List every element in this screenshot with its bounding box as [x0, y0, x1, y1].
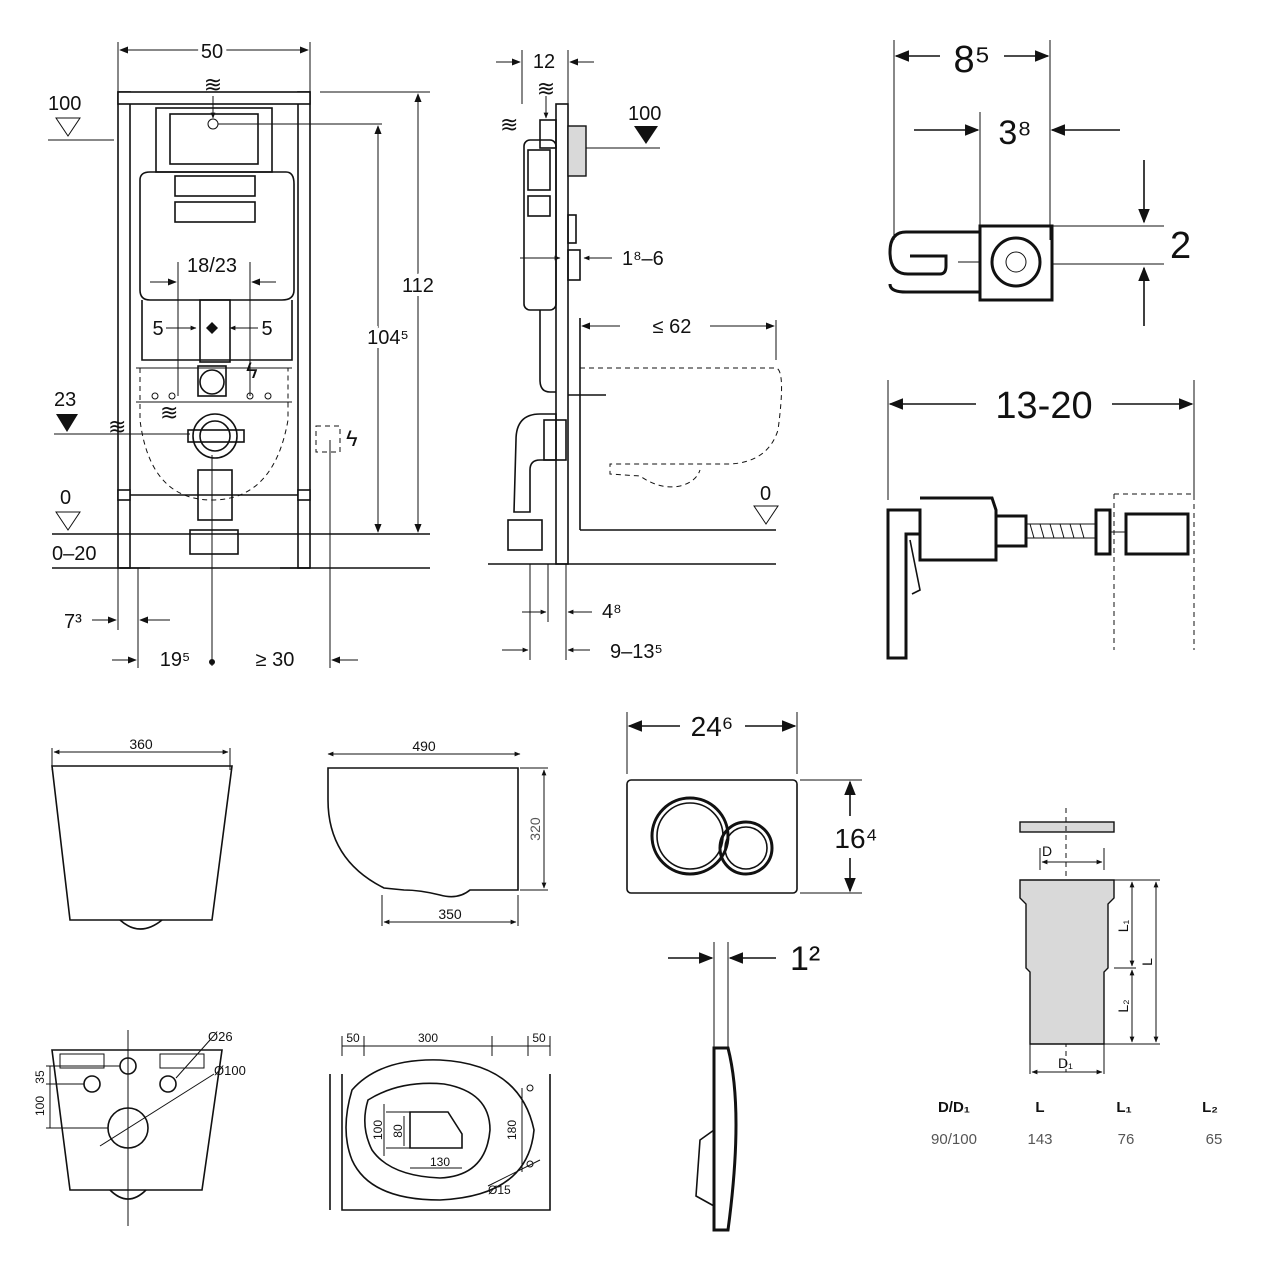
- dim-50-top-left: 50: [346, 1031, 360, 1045]
- dim-bowl-base-350: 350: [438, 906, 462, 922]
- dim-100-rear: 100: [33, 1096, 47, 1116]
- dim-width-38: 3⁸: [998, 114, 1031, 152]
- dim-height-2: 2: [1170, 225, 1191, 267]
- dim-130-top: 130: [430, 1155, 450, 1169]
- table-header-l: L: [1035, 1099, 1044, 1116]
- range-0-20: 0–20: [52, 543, 97, 565]
- dim-d100: Ø100: [214, 1063, 246, 1078]
- dim-bowl-height-320: 320: [527, 817, 543, 841]
- dim-plate-height-164: 16⁴: [834, 823, 877, 854]
- dim-d26: Ø26: [208, 1029, 233, 1044]
- water-icon-side: ≋: [537, 76, 555, 101]
- level-marker-triangle: [55, 117, 81, 137]
- dim-48: 4⁸: [602, 601, 622, 623]
- projection-le62: ≤ 62: [653, 316, 692, 338]
- table-header-l2: L₂: [1202, 1099, 1218, 1116]
- dim-180-top: 180: [505, 1120, 519, 1140]
- side-frame-upright: [555, 103, 569, 565]
- range-18-6: 1⁸–6: [622, 248, 664, 270]
- level-0-side: 0: [760, 483, 771, 505]
- water-supply-icon: ≋: [204, 72, 222, 97]
- dim-offset-5-left: 5: [152, 318, 163, 340]
- bowl-front-view: 360: [51, 736, 233, 930]
- water-connection-icon: ≋: [108, 414, 126, 439]
- connector-rod: [1019, 821, 1115, 833]
- adjustable-anchor-detail: 13-20: [886, 380, 1195, 660]
- dim-plate-width-246: 24⁶: [691, 711, 734, 742]
- table-value-l1: 76: [1118, 1131, 1135, 1148]
- range-9-135: 9–13⁵: [610, 641, 663, 663]
- dim-35-rear: 35: [33, 1070, 47, 1084]
- bowl-top-view: 50 300 50 100 80 130 180 Ø15: [329, 1031, 551, 1211]
- dim-spacing-1823: 18/23: [187, 255, 237, 277]
- dim-195: 19⁵: [160, 649, 191, 671]
- water-icon-side-left: ≋: [500, 112, 518, 137]
- label-l1: L₁: [1115, 919, 1131, 932]
- side-drain-bend: [513, 413, 557, 513]
- water-connection-icon-2: ≋: [160, 400, 178, 425]
- table-header-d: D/D₁: [938, 1099, 970, 1116]
- flush-button-small: [718, 820, 774, 876]
- dim-80-top: 80: [391, 1124, 405, 1138]
- side-view-frame: 12 ≋ ≋ 100 1⁸–6 ≤ 62: [488, 50, 783, 663]
- flush-button-large: [650, 796, 730, 876]
- front-view-frame: 50 ≋ 100: [48, 37, 438, 671]
- dim-50-top-right: 50: [532, 1031, 546, 1045]
- bowl-rear-view: 35 100 Ø26 Ø100: [33, 1029, 246, 1226]
- table-value-l: 143: [1027, 1131, 1052, 1148]
- table-value-d: 90/100: [931, 1131, 977, 1148]
- dim-ge30: ≥ 30: [256, 649, 295, 671]
- dim-depth-12: 12: [533, 51, 555, 73]
- dim-offset-5-right: 5: [261, 318, 272, 340]
- flush-plate: 24⁶ 16⁴ 1²: [626, 711, 878, 1232]
- side-bowl-outline: [580, 367, 783, 488]
- span-13-20: 13-20: [995, 385, 1092, 427]
- dim-width-85: 8⁵: [954, 39, 991, 81]
- dim-bowl-width-360: 360: [129, 736, 153, 752]
- table-value-l2: 65: [1206, 1131, 1223, 1148]
- dim-100-top: 100: [371, 1120, 385, 1140]
- cistern: [139, 171, 295, 301]
- dim-d15-top: Ø15: [488, 1183, 511, 1197]
- electric-icon-box: ϟ: [346, 426, 358, 451]
- dim-height-1045: 104⁵: [367, 327, 409, 349]
- dim-bowl-length-490: 490: [412, 738, 436, 754]
- label-d: D: [1042, 843, 1052, 859]
- label-l2: L₂: [1115, 999, 1131, 1012]
- electric-icon-front: ϟ: [246, 358, 258, 383]
- level-100-front: 100: [48, 93, 81, 115]
- wall-bracket-detail: 8⁵ 3⁸ 2: [888, 39, 1191, 326]
- dim-73: 7³: [64, 611, 82, 633]
- bowl-side-view: 490 320 350: [327, 738, 548, 926]
- dim-height-112: 112: [402, 275, 434, 297]
- dim-300-top: 300: [418, 1031, 438, 1045]
- dim-plate-thickness-12: 1²: [790, 940, 820, 978]
- table-header-l1: L₁: [1116, 1099, 1131, 1116]
- drain-outlet: [192, 413, 238, 459]
- label-d1: D₁: [1058, 1055, 1073, 1071]
- drain-connector: D D₁ L₁ L₂ L D/D₁ L L₁ L₂ 90/100 143 76 …: [931, 808, 1222, 1148]
- level-0-front: 0: [60, 487, 71, 509]
- level-23: 23: [54, 389, 76, 411]
- label-l: L: [1139, 958, 1155, 966]
- level-100-side: 100: [628, 103, 661, 125]
- dim-width-50: 50: [201, 41, 223, 63]
- flush-plate-body: [626, 779, 798, 894]
